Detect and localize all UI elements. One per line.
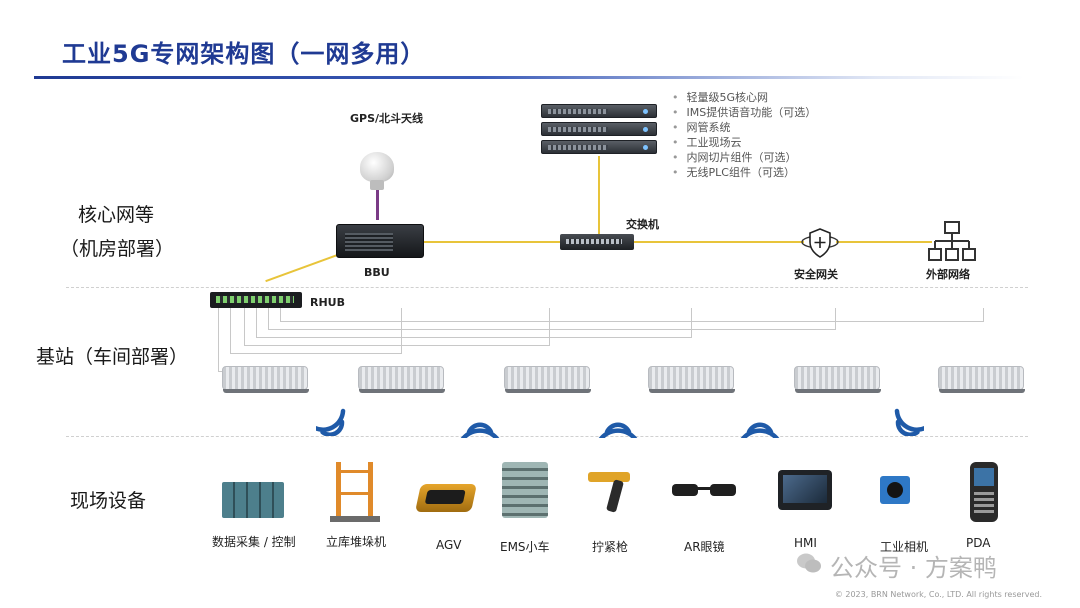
hmi-panel-icon	[778, 470, 832, 510]
device-label: 拧紧枪	[592, 540, 629, 554]
device-label: AGV	[436, 538, 462, 552]
industrial-camera-icon	[880, 476, 910, 504]
watermark-text: 公众号 · 方案鸭	[830, 554, 997, 582]
wifi-signal-icon	[316, 408, 346, 436]
tightening-gun-icon	[588, 468, 630, 514]
base-station-unit	[648, 366, 735, 393]
switch-label: 交换机	[626, 218, 659, 231]
title-underline	[34, 76, 1024, 79]
link-switch-gateway	[634, 241, 804, 243]
server-unit-3	[541, 140, 657, 154]
network-tree-icon	[928, 221, 976, 261]
core-feature-list: 轻量级5G核心网 IMS提供语音功能（可选） 网管系统 工业现场云 内网切片组件…	[672, 90, 817, 180]
core-feature-item: 内网切片组件（可选）	[672, 150, 816, 165]
stacker-crane-icon	[330, 462, 380, 522]
divider-core	[66, 287, 1028, 288]
zone-label-core-sub: （机房部署）	[60, 238, 175, 260]
bbu-label: BBU	[364, 266, 390, 279]
base-station-unit	[504, 366, 591, 393]
base-station-unit	[358, 366, 445, 393]
device-label: EMS小车	[500, 540, 550, 554]
rhub-device	[210, 292, 302, 308]
wifi-signal-icon	[598, 422, 638, 438]
device-label: HMI	[794, 536, 817, 550]
core-feature-item: IMS提供语音功能（可选）	[672, 105, 817, 120]
link-bbu-switch	[424, 241, 560, 243]
device-label: AR眼镜	[684, 540, 725, 554]
plc-controller-icon	[222, 482, 284, 518]
page-title: 工业5G专网架构图（一网多用）	[62, 40, 426, 68]
link-server-switch	[598, 156, 600, 236]
server-unit-2	[541, 122, 657, 136]
bbu-device	[336, 224, 424, 258]
wifi-signal-icon	[460, 422, 500, 438]
gps-label: GPS/北斗天线	[350, 112, 424, 125]
zone-label-field: 现场设备	[70, 490, 147, 512]
gps-antenna-icon	[360, 152, 394, 182]
core-feature-item: 工业现场云	[672, 135, 816, 150]
device-label: 数据采集 / 控制	[212, 535, 296, 549]
wifi-signal-icon	[740, 422, 780, 438]
base-station-unit	[938, 366, 1025, 393]
divider-base	[66, 436, 1028, 437]
wechat-icon	[797, 553, 821, 573]
base-station-unit	[222, 366, 309, 393]
core-feature-item: 网管系统	[672, 120, 816, 135]
agv-icon	[415, 484, 477, 512]
shield-plus-icon	[801, 228, 839, 258]
external-network-label: 外部网络	[926, 268, 970, 281]
device-label: 工业相机	[880, 540, 929, 554]
device-label: PDA	[966, 536, 991, 550]
link-gateway-external	[836, 241, 932, 243]
server-unit-1	[541, 104, 657, 118]
rhub-label: RHUB	[310, 296, 345, 309]
zone-label-base-station: 基站（车间部署）	[36, 346, 189, 368]
cable-rru-2	[230, 308, 402, 354]
cable-rru-6	[280, 308, 984, 322]
cable-rru-5	[268, 308, 836, 330]
device-label: 立库堆垛机	[326, 535, 387, 549]
ar-glasses-icon	[672, 480, 736, 500]
cable-rru-4	[256, 308, 692, 338]
wifi-signal-icon	[894, 408, 924, 436]
pda-icon	[970, 462, 998, 522]
switch-device	[560, 234, 634, 250]
base-station-unit	[794, 366, 881, 393]
zone-label-core: 核心网等	[78, 204, 155, 226]
gateway-label: 安全网关	[794, 268, 838, 281]
core-feature-item: 轻量级5G核心网	[672, 90, 816, 105]
ems-trolley-icon	[502, 462, 548, 518]
copyright-text: © 2023, BRN Network, Co., LTD. All right…	[834, 590, 1042, 599]
core-feature-item: 无线PLC组件（可选）	[672, 165, 816, 180]
gps-antenna-cable	[376, 190, 379, 220]
cable-rru-3	[244, 308, 550, 346]
gps-antenna-base	[370, 180, 384, 190]
